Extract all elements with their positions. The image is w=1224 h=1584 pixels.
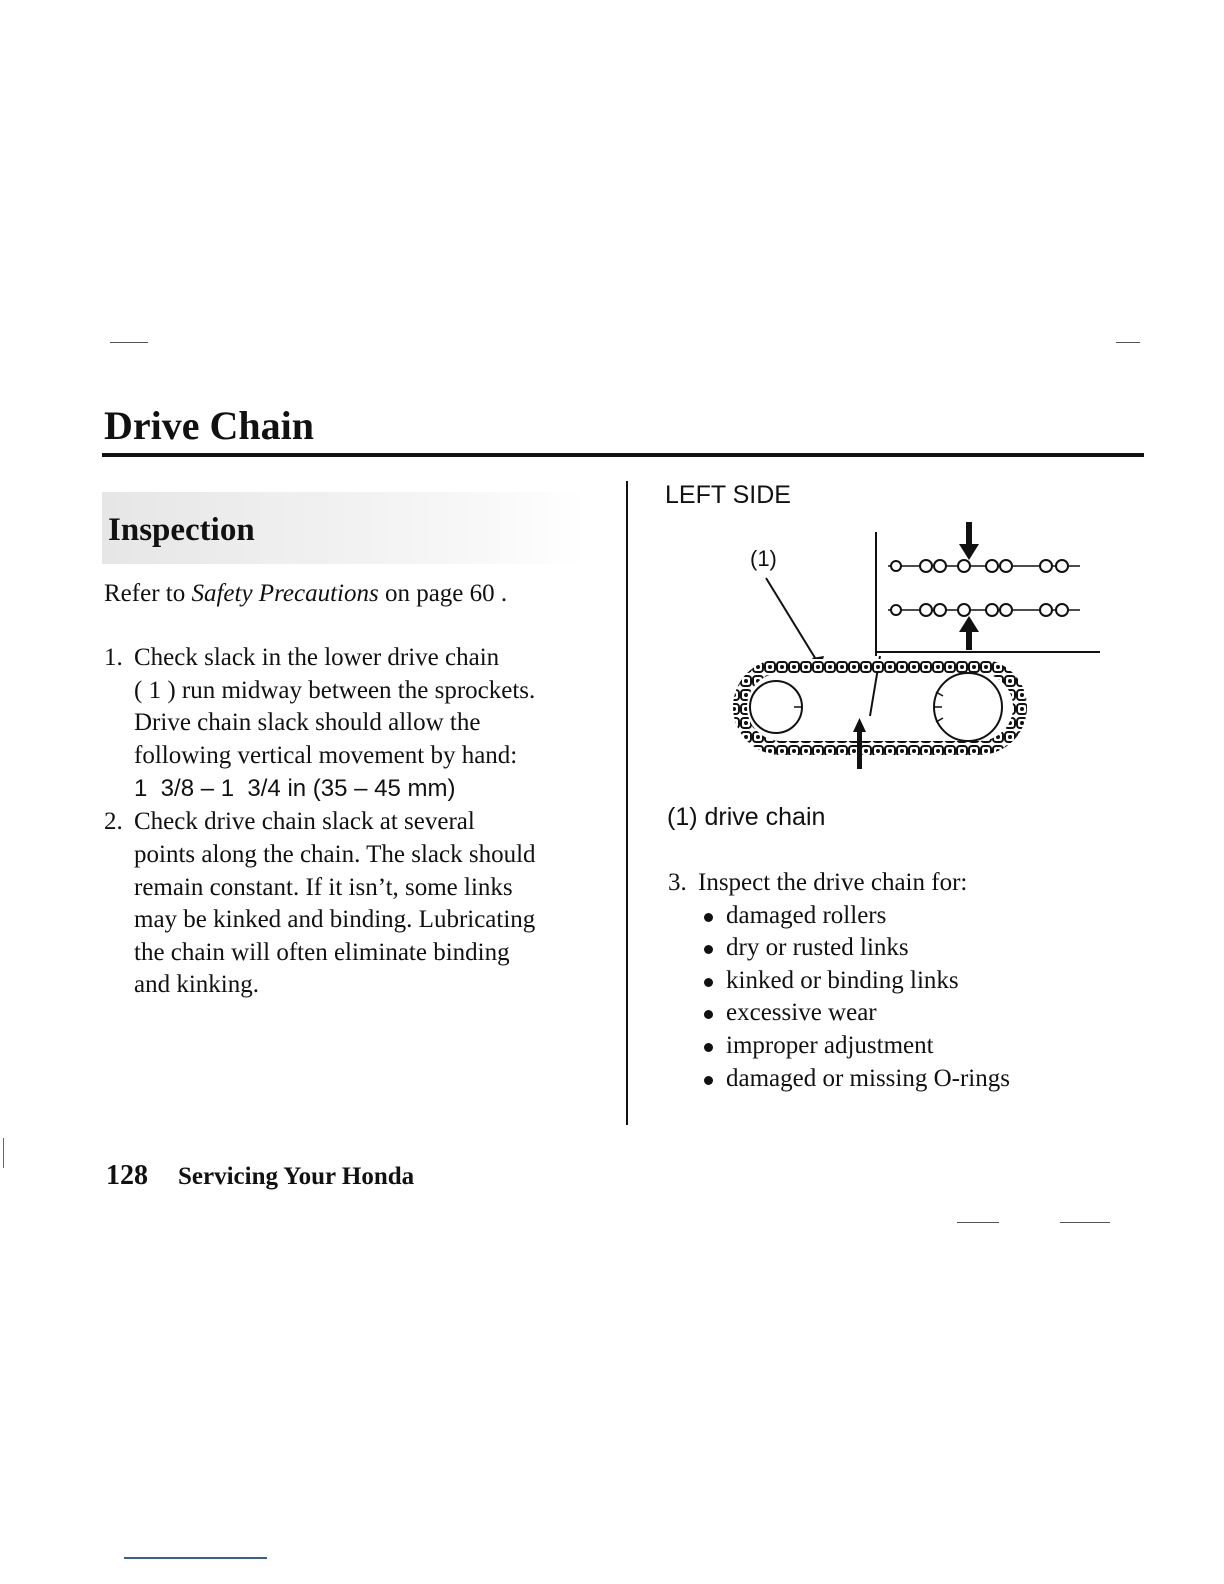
step-line: may be kinked and binding. Lubricating bbox=[134, 906, 536, 934]
section-heading-band bbox=[102, 492, 584, 564]
footer-section-title: Servicing Your Honda bbox=[178, 1163, 415, 1190]
page-title: Drive Chain bbox=[104, 403, 314, 448]
rear-sprocket bbox=[933, 672, 1003, 742]
checklist-item: damaged or missing O-rings bbox=[704, 1063, 1128, 1096]
crop-mark-bottom-right-a bbox=[957, 1222, 999, 1223]
page-footer: 128 Servicing Your Honda bbox=[106, 1160, 414, 1192]
crop-mark-top-right bbox=[1116, 342, 1140, 343]
refer-middle: on page bbox=[378, 580, 470, 607]
refer-line: Refer to Safety Precautions on page 60 . bbox=[104, 578, 507, 611]
callout-marker: (1) bbox=[750, 546, 777, 571]
callout-leader bbox=[765, 577, 821, 667]
crop-mark-top-left bbox=[110, 342, 148, 343]
step-line: the chain will often eliminate binding bbox=[134, 938, 510, 966]
safety-precautions-link[interactable]: Safety Precautions bbox=[191, 580, 379, 607]
step-line: Check slack in the lower drive chain bbox=[134, 644, 500, 671]
step-number: 3. bbox=[668, 869, 687, 896]
section-title: Inspection bbox=[108, 512, 255, 548]
step-line: following vertical movement by hand: bbox=[134, 741, 518, 769]
page-number: 128 bbox=[106, 1160, 148, 1191]
inspect-checklist: damaged rollers dry or rusted links kink… bbox=[668, 900, 1128, 1096]
drive-chain-loop bbox=[733, 659, 1027, 755]
step-line: points along the chain. The slack should bbox=[134, 840, 536, 868]
step-2: 2. Check drive chain slack at several po… bbox=[104, 806, 604, 1002]
refer-suffix: . bbox=[494, 580, 508, 607]
refer-page-number: 60 bbox=[469, 580, 495, 607]
inspect-step: 3. Inspect the drive chain for: damaged … bbox=[668, 867, 1128, 1095]
step-line: Drive chain slack should allow the bbox=[134, 709, 481, 737]
checklist-item: excessive wear bbox=[704, 997, 1128, 1030]
slack-spec: 1 3/8 – 1 3/4 in (35 – 45 mm) bbox=[134, 775, 456, 803]
bottom-rule bbox=[124, 1557, 267, 1559]
crop-mark-bottom-right-b bbox=[1060, 1222, 1110, 1223]
figure-side-label: LEFT SIDE bbox=[665, 481, 791, 509]
checklist-item: damaged rollers bbox=[704, 900, 1128, 933]
inspect-heading-text: Inspect the drive chain for: bbox=[698, 869, 968, 896]
chain-segment-lower bbox=[888, 603, 1080, 617]
refer-prefix: Refer to bbox=[104, 580, 192, 607]
step-line: and kinking. bbox=[134, 971, 259, 999]
callout-label: (1) drive chain bbox=[667, 803, 826, 831]
step-number: 1. bbox=[104, 644, 123, 671]
step-list: 1. Check slack in the lower drive chain … bbox=[104, 642, 604, 1002]
arrow-up-icon bbox=[959, 616, 979, 650]
checklist-item: kinked or binding links bbox=[704, 965, 1128, 998]
inspect-heading: 3. Inspect the drive chain for: bbox=[668, 867, 1128, 900]
step-line: ( 1 ) run midway between the sprockets. bbox=[134, 676, 536, 704]
sprocket-teeth bbox=[794, 691, 944, 723]
step-line: Check drive chain slack at several bbox=[134, 808, 475, 836]
step-number: 2. bbox=[104, 808, 123, 836]
checklist-item: dry or rusted links bbox=[704, 932, 1128, 965]
step-line: remain constant. If it isn’t, some links bbox=[134, 873, 513, 901]
drive-chain-diagram: (1) bbox=[733, 522, 1100, 769]
margin-tick bbox=[3, 1138, 4, 1168]
column-divider bbox=[626, 481, 628, 1125]
arrow-down-icon bbox=[959, 522, 979, 560]
checklist-item: improper adjustment bbox=[704, 1030, 1128, 1063]
title-rule bbox=[102, 453, 1144, 457]
chain-segment-upper bbox=[888, 559, 1080, 573]
step-1: 1. Check slack in the lower drive chain … bbox=[104, 642, 604, 806]
slack-arrow-icon bbox=[853, 718, 866, 769]
